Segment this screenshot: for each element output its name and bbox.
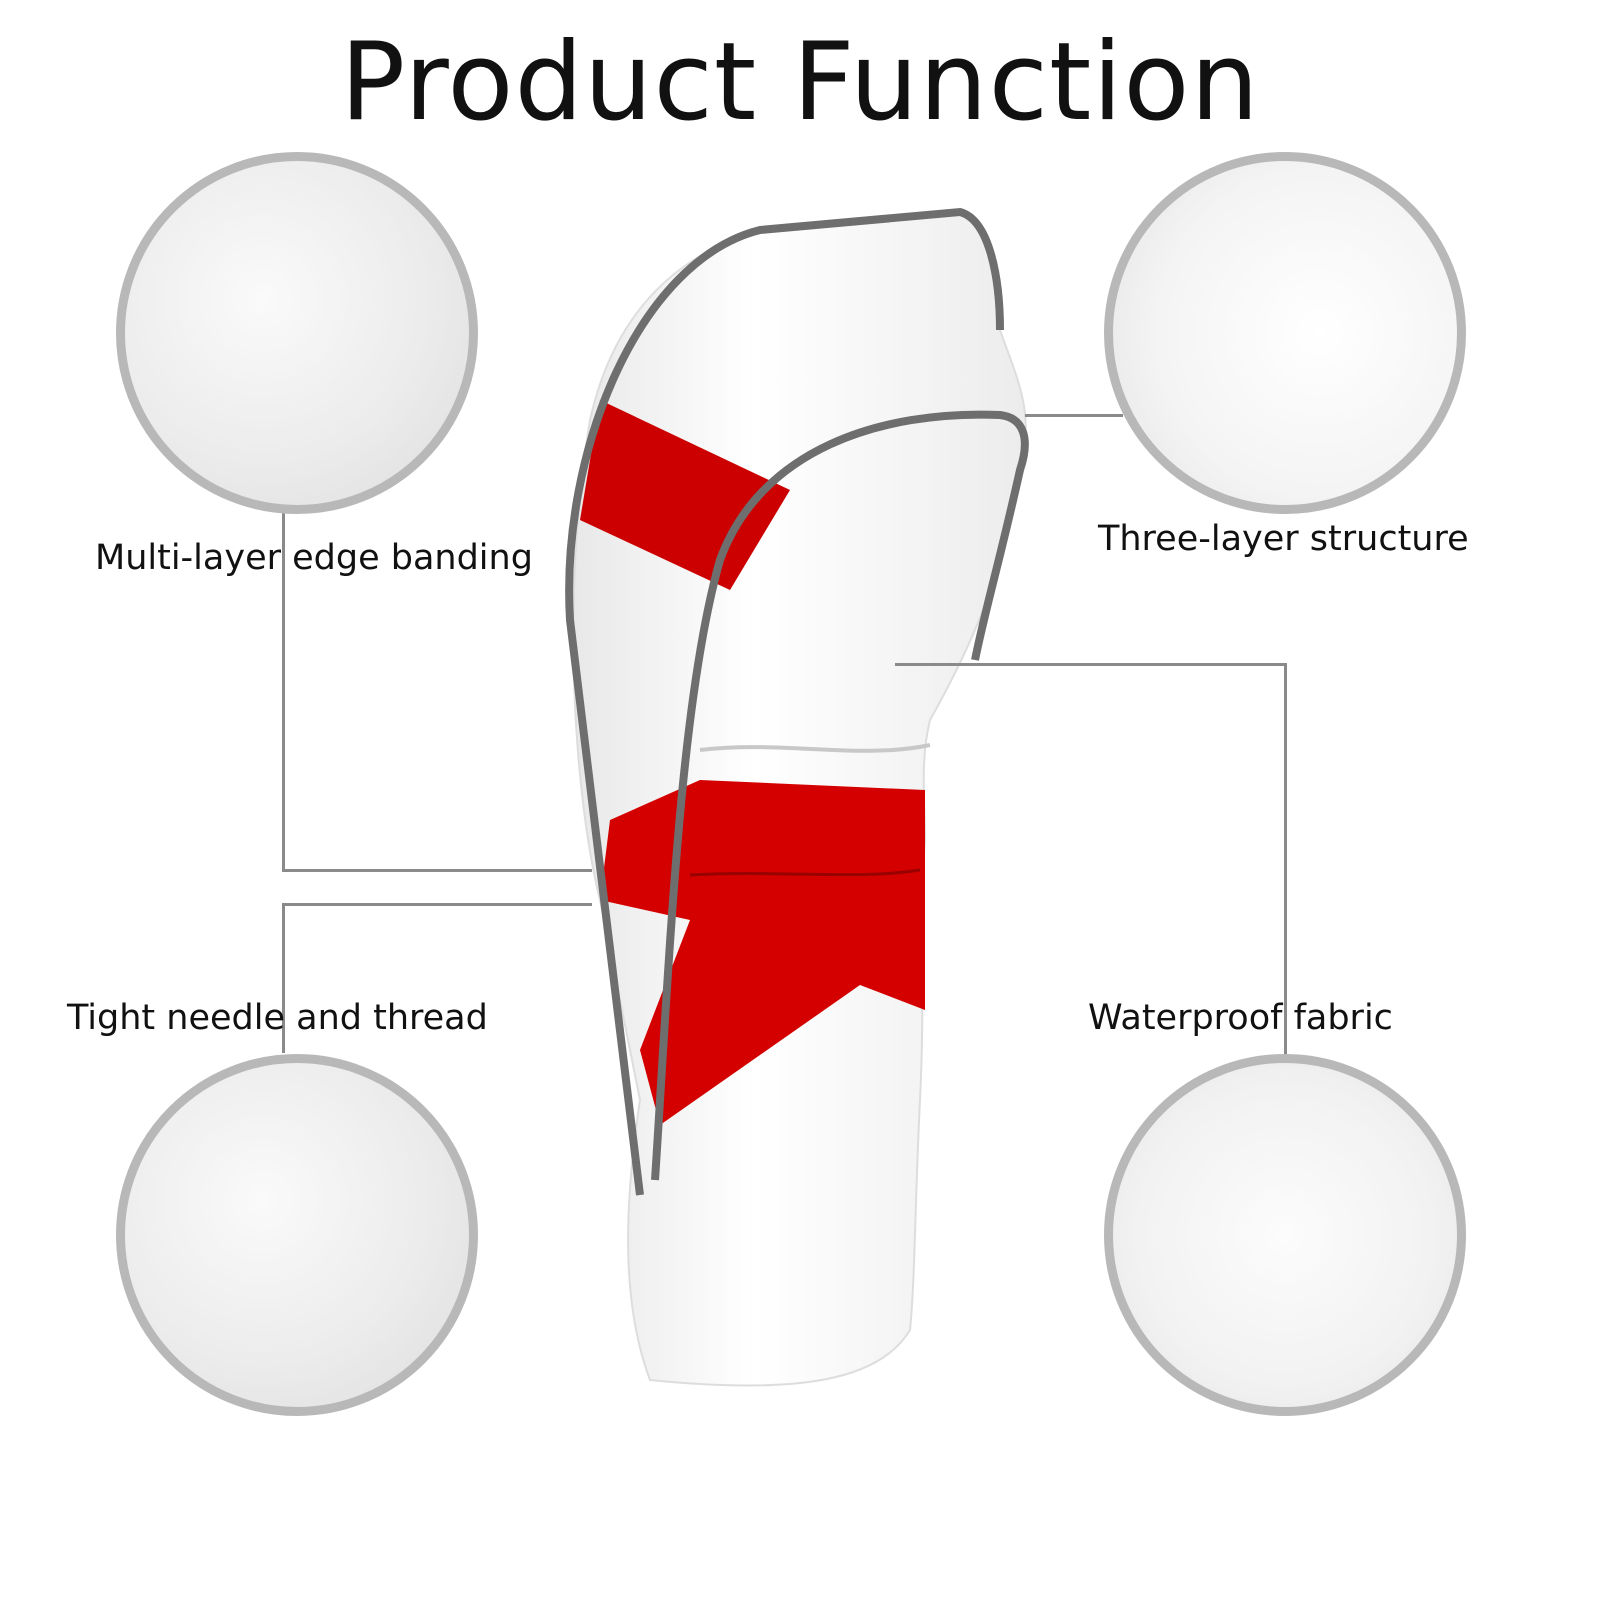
connector-line — [895, 663, 1287, 666]
red-band-lower — [600, 780, 925, 1125]
detail-circle-edge-banding — [116, 152, 478, 514]
detail-circle-waterproof — [1104, 1054, 1466, 1416]
piping-edge-inner — [651, 410, 1029, 1181]
connector-line — [1025, 414, 1123, 417]
feature-label-waterproof: Waterproof fabric — [1088, 998, 1393, 1038]
detail-circle-needle-thread — [116, 1054, 478, 1416]
connector-line — [282, 869, 592, 872]
feature-label-edge-banding: Multi-layer edge banding — [95, 538, 533, 578]
connector-line — [1284, 663, 1287, 1056]
red-band-upper — [580, 400, 790, 590]
feature-label-needle-thread: Tight needle and thread — [67, 998, 488, 1038]
piping-edge — [565, 207, 1004, 1196]
connector-line — [282, 903, 285, 1053]
connector-line — [282, 512, 285, 872]
page-title: Product Function — [340, 20, 1260, 145]
feature-label-three-layer: Three-layer structure — [1098, 519, 1469, 559]
connector-line — [282, 903, 592, 906]
detail-circle-three-layer — [1104, 152, 1466, 514]
